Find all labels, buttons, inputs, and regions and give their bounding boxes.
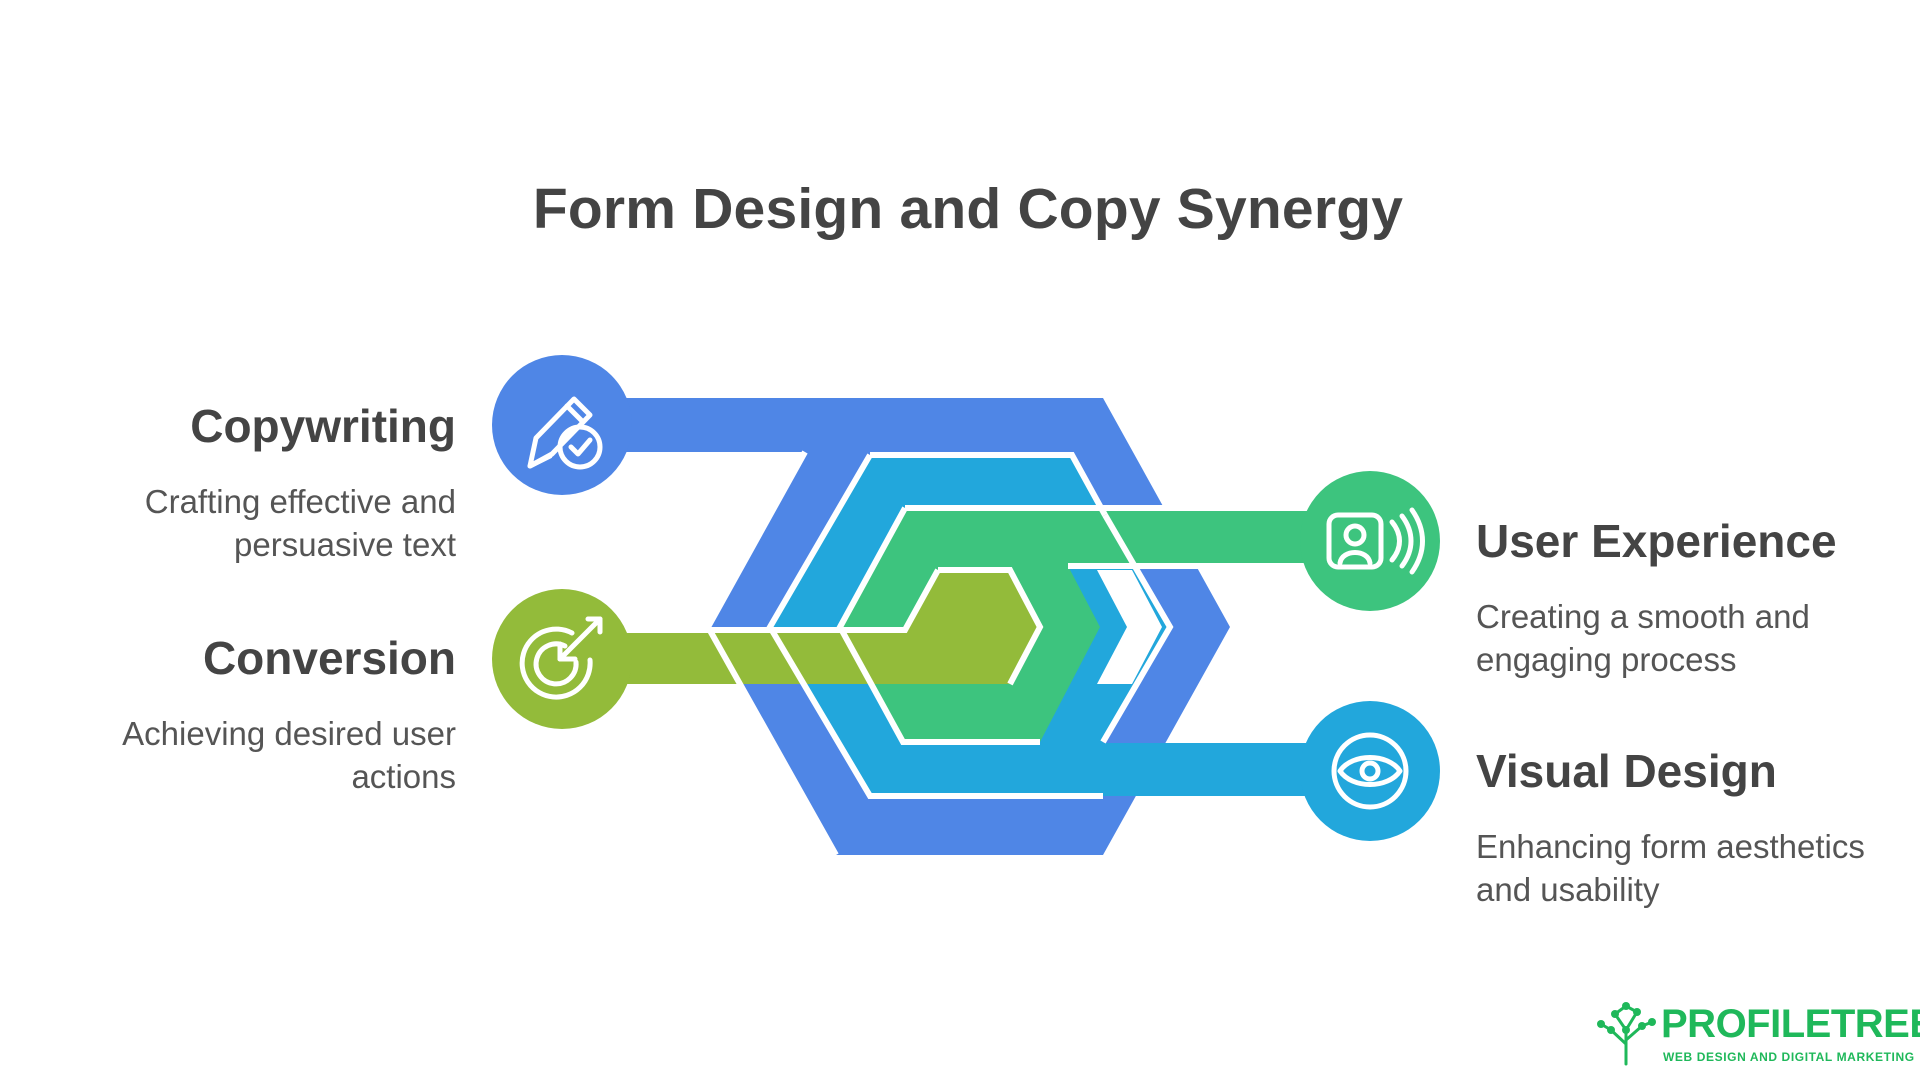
copywriting-desc-line1: Crafting effective and	[144, 483, 456, 520]
target-arrow-icon	[519, 616, 603, 700]
conversion-label: Conversion Achieving desired user action…	[0, 630, 456, 798]
user-experience-description: Creating a smooth and engaging process	[1476, 595, 1916, 681]
conversion-heading: Conversion	[202, 632, 456, 684]
copywriting-desc-line2: persuasive text	[234, 526, 456, 563]
visual-design-desc-line1: Enhancing form aesthetics	[1476, 828, 1865, 865]
user-experience-desc-line1: Creating a smooth and	[1476, 598, 1810, 635]
conversion-band	[555, 570, 1040, 684]
copywriting-node	[492, 355, 632, 495]
user-experience-desc-line2: engaging process	[1476, 641, 1737, 678]
user-experience-label: User Experience Creating a smooth and en…	[1476, 513, 1916, 681]
visual-design-label: Visual Design Enhancing form aesthetics …	[1476, 743, 1916, 911]
pencil-check-icon	[527, 396, 603, 470]
user-experience-node	[1300, 471, 1440, 611]
eye-icon	[1331, 732, 1409, 810]
band-separators	[555, 450, 1380, 857]
conversion-description: Achieving desired user actions	[0, 712, 456, 798]
visual-design-heading: Visual Design	[1476, 745, 1777, 797]
conversion-node	[492, 589, 632, 729]
copywriting-label: Copywriting Crafting effective and persu…	[0, 398, 456, 566]
user-sound-icon	[1326, 507, 1425, 575]
conversion-desc-line1: Achieving desired user	[122, 715, 456, 752]
user-experience-heading: User Experience	[1476, 515, 1837, 567]
logo-tagline: WEB DESIGN AND DIGITAL MARKETING	[1663, 1050, 1915, 1064]
tree-icon	[1597, 1002, 1656, 1066]
logo-brand: PROFILETREE	[1661, 1002, 1920, 1046]
visual-design-node	[1300, 701, 1440, 841]
copywriting-heading: Copywriting	[190, 400, 456, 452]
visual-design-desc-line2: and usability	[1476, 871, 1660, 908]
profiletree-logo: PROFILETREE WEB DESIGN AND DIGITAL MARKE…	[1595, 1000, 1920, 1068]
page-title: Form Design and Copy Synergy	[532, 177, 1404, 241]
conversion-desc-line2: actions	[351, 758, 456, 795]
visual-design-description: Enhancing form aesthetics and usability	[1476, 825, 1916, 911]
copywriting-description: Crafting effective and persuasive text	[0, 480, 456, 566]
